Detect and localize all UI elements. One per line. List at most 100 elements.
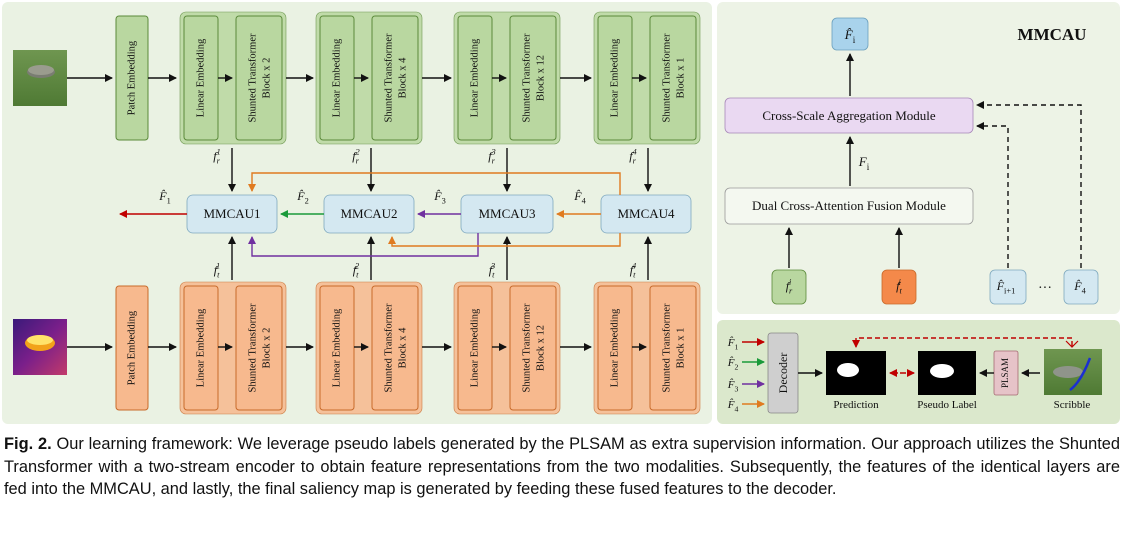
rgb-shunted-line1-3: Shunted Transformer [521,33,532,122]
rgb-feature-label-4-text: fr4 [629,148,636,166]
rgb-feature-label-3-text: fr3 [488,148,495,166]
thermal-feature-label-1: ft1 [214,262,220,280]
rgb-shunted-line1-1: Shunted Transformer [247,33,258,122]
cross-scale-aggregation-label: Cross-Scale Aggregation Module [762,108,936,123]
thermal-shunted-line2-2: Block x 4 [397,327,408,369]
rgb-shunted-line2-4: Block x 1 [675,58,686,99]
pseudo-label-blob [930,364,954,378]
thermal-shunted-block-2 [371,285,419,411]
thermal-linear-embedding-1 [183,285,219,411]
rgb-feature-label-3: fr3 [488,148,495,166]
rgb-feature-label-2: fr2 [352,148,359,166]
scribble-object [1053,366,1083,378]
panel-next-input-label: F̂i+1 [996,279,1016,296]
thermal-shunted-line2-1: Block x 2 [261,328,272,369]
rgb-shunted-line2-3: Block x 12 [535,55,546,101]
panel-ellipsis: ··· [1038,281,1052,296]
rgb-shunted-line1-2: Shunted Transformer [383,33,394,122]
f2-label: F̂2 [296,189,309,206]
thermal-shunted-line1-1: Shunted Transformer [247,303,258,392]
f4-label-text: F̂4 [573,189,586,206]
mmcau-panel [717,2,1120,314]
fi-label-text: Fi [858,154,870,172]
thermal-shunted-block-1 [235,285,283,411]
thermal-shunted-line1-4: Shunted Transformer [661,303,672,392]
scribble-prediction-arrow [852,337,1073,348]
thermal-linear-embedding-label-1: Linear Embedding [195,308,206,387]
caption-label: Fig. 2. [4,435,52,453]
output-f1-label: F̂1 [158,189,171,206]
mmcau-panel-title: MMCAU [1018,25,1087,44]
panel-rgb-input-label: fri [786,278,793,296]
mmcau-node-label-2: MMCAU2 [340,206,397,221]
thermal-linear-embedding-label-2: Linear Embedding [331,308,342,387]
thermal-linear-embedding-4 [597,285,633,411]
panel-last-input-label-text: F̂4 [1073,279,1086,296]
panel-dashed-last [976,101,1082,268]
decoder-input-label-2: F̂2 [727,356,739,371]
decoder-input-label-3: F̂3 [727,378,739,393]
thermal-feature-label-3-text: ft3 [489,262,495,280]
mmcau-node-label-3: MMCAU3 [478,206,535,221]
scribble-arrowhead [1065,340,1079,348]
decoder-input-label-3-text: F̂3 [727,378,739,393]
rgb-input-image [13,50,67,106]
rgb-shunted-block-2 [371,15,419,141]
rgb-shunted-line2-2: Block x 4 [397,57,408,99]
rgb-feature-label-4: fr4 [629,148,636,166]
panel-thermal-input-box [881,269,917,305]
output-f1-label-text: F̂1 [158,189,171,206]
thermal-linear-embedding-3 [457,285,493,411]
decoder-input-label-1: F̂1 [727,336,739,351]
panel-rgb-input-label-text: fri [786,278,793,296]
thermal-shunted-line2-4: Block x 1 [675,328,686,369]
thermal-patch-embedding-label: Patch Embedding [126,310,137,385]
scribble-label: Scribble [1054,399,1091,411]
thermal-feature-label-2-text: ft2 [353,262,359,280]
thermal-shunted-line1-3: Shunted Transformer [521,303,532,392]
panel-dashed-next [976,122,1009,268]
cross-scale-aggregation-box [724,97,974,134]
rgb-linear-embedding-label-4: Linear Embedding [609,38,620,117]
rgb-linear-embedding-label-2: Linear Embedding [331,38,342,117]
thermal-input-image [13,319,67,375]
panel-output-label: F̂i [844,27,856,45]
rgb-shunted-block-1 [235,15,283,141]
decoder-input-label-1-text: F̂1 [727,336,739,351]
pseudo-label-label: Pseudo Label [917,399,977,411]
decoder-input-label-4-text: F̂4 [727,398,739,413]
rgb-patch-embedding-label: Patch Embedding [126,40,137,115]
mmcau-node-label-1: MMCAU1 [203,206,260,221]
f4-label: F̂4 [573,189,586,206]
panel-next-input-box [989,269,1027,305]
rgb-feature-label-1-text: fr1 [213,148,220,166]
panel-last-input-label: F̂4 [1073,279,1086,296]
thermal-linear-embedding-2 [319,285,355,411]
thermal-shunted-block-4 [649,285,697,411]
f4-skip-arrow-1 [248,172,621,195]
thermal-feature-label-3: ft3 [489,262,495,280]
thermal-feature-label-1-text: ft1 [214,262,220,280]
rgb-shunted-line2-1: Block x 2 [261,58,272,99]
f3-label-text: F̂3 [433,189,446,206]
dual-cross-attention-label: Dual Cross-Attention Fusion Module [752,198,946,213]
plsam-label: PLSAM [1000,358,1010,388]
rgb-feature-label-2-text: fr2 [352,148,359,166]
thermal-shunted-line2-3: Block x 12 [535,325,546,371]
panel-output-label-text: F̂i [844,27,856,45]
mmcau-node-label-4: MMCAU4 [617,206,675,221]
f3-label: F̂3 [433,189,446,206]
panel-output-box [831,17,869,51]
thermal-feature-label-4: ft4 [630,262,636,280]
rgb-shunted-block-4 [649,15,697,141]
prediction-blob [837,363,859,377]
decoder-label: Decoder [776,353,790,394]
thermal-feature-label-4-text: ft4 [630,262,636,280]
f4-skip-arrow-2 [388,233,621,247]
